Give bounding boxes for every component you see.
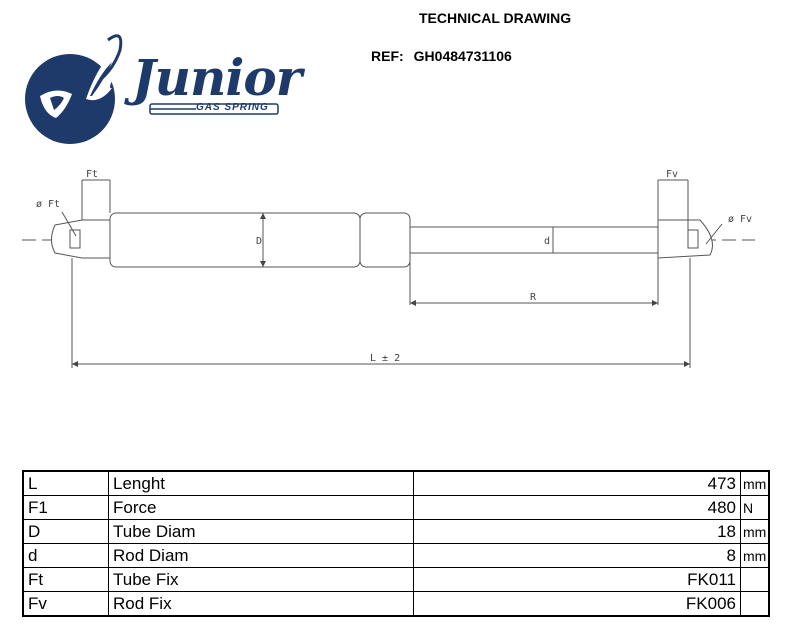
spec-code: L	[22, 470, 109, 496]
rod-length-label: R	[530, 292, 537, 303]
tube-end-fitting	[51, 219, 111, 259]
fv-label: Fv	[666, 169, 678, 180]
brand-name: Junior	[132, 48, 302, 107]
spec-unit: mm	[740, 543, 771, 568]
spec-code: Ft	[22, 567, 109, 592]
reference-line: REF: GH0484731106	[371, 48, 512, 64]
piston-rod	[409, 226, 659, 254]
spec-value: FK006	[413, 591, 741, 617]
spec-name: Tube Diam	[108, 519, 414, 544]
spec-unit	[740, 567, 771, 592]
spec-unit: N	[740, 495, 771, 520]
spec-code: D	[22, 519, 109, 544]
gas-spring-underline	[149, 103, 279, 115]
ft-label: Ft	[86, 169, 98, 180]
spec-code: F1	[22, 495, 109, 520]
spec-unit: mm	[740, 519, 771, 544]
spec-name: Rod Fix	[108, 591, 414, 617]
tube-body	[109, 212, 361, 268]
tube-diam-label: D	[256, 236, 262, 247]
spec-code: d	[22, 543, 109, 568]
phi-fv-label: ø Fv	[728, 214, 752, 225]
ref-value: GH0484731106	[413, 48, 512, 64]
rod-diam-label: d	[544, 236, 550, 247]
winged-eagle-emblem-icon	[25, 34, 123, 144]
spec-value: 8	[413, 543, 741, 568]
spec-name: Tube Fix	[108, 567, 414, 592]
junior-logo: Junior GAS SPRING	[0, 0, 302, 150]
gas-spring-drawing: Ft Fv ø Ft ø Fv D d R L ± 2	[22, 169, 755, 368]
ref-label: REF:	[371, 48, 404, 64]
spec-code: Fv	[22, 591, 109, 617]
total-length-label: L ± 2	[370, 353, 400, 364]
drawing-title: TECHNICAL DRAWING	[419, 10, 572, 26]
spec-value: 480	[413, 495, 741, 520]
spec-name: Rod Diam	[108, 543, 414, 568]
spec-unit	[740, 591, 771, 617]
spec-value: 473	[413, 470, 741, 496]
spec-name: Lenght	[108, 470, 414, 496]
phi-ft-label: ø Ft	[36, 199, 60, 210]
spec-value: FK011	[413, 567, 741, 592]
spec-unit: mm	[740, 470, 771, 496]
spec-value: 18	[413, 519, 741, 544]
rod-end-fitting	[657, 219, 713, 259]
tube-collar	[359, 212, 411, 268]
brand-tagline: GAS SPRING	[196, 102, 269, 113]
spec-name: Force	[108, 495, 414, 520]
